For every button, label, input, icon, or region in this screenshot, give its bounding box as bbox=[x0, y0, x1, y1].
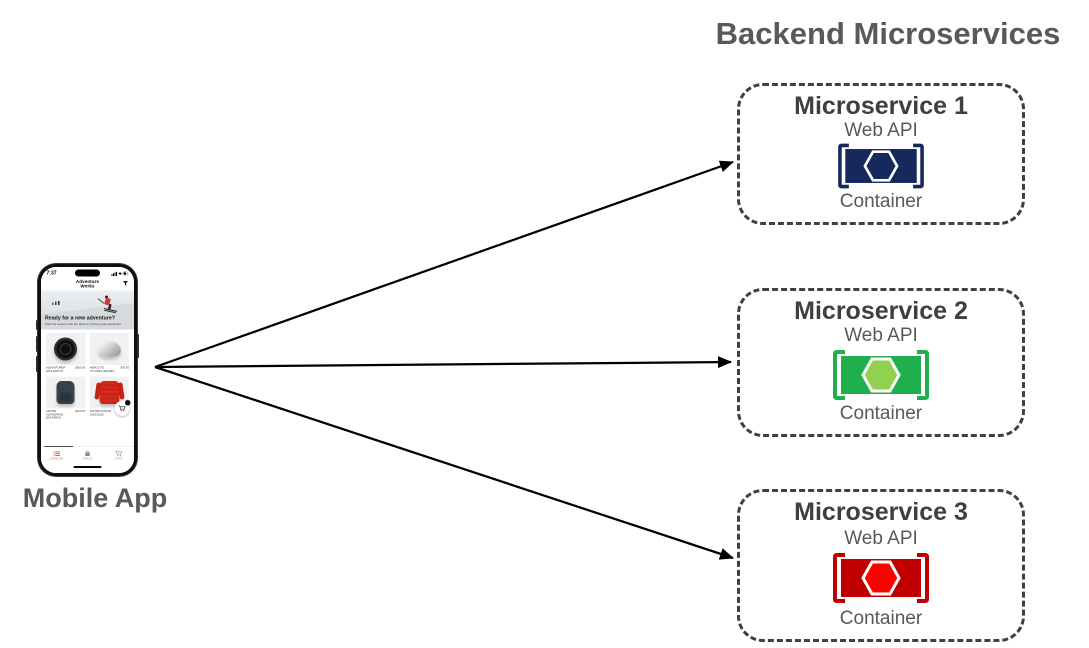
status-time: 7:37 bbox=[46, 270, 57, 277]
microservice-3-box: Microservice 3 Web API Container bbox=[737, 489, 1025, 642]
skier-figure bbox=[105, 295, 108, 299]
product-price: $500.00 bbox=[75, 366, 86, 370]
arrow-to-microservice-1 bbox=[154, 160, 734, 369]
hero-banner[interactable]: Ready for a new adventure? Start the sea… bbox=[41, 290, 134, 330]
product-image-watch bbox=[46, 333, 86, 365]
phone-mute-switch bbox=[36, 320, 38, 330]
arrow-to-microservice-2 bbox=[154, 356, 732, 369]
microservice-2-webapi-label: Web API bbox=[844, 325, 918, 347]
container-icon bbox=[833, 553, 929, 604]
product-grid: ADVENTURER GPS WATCH $500.00 AEROLITE CY… bbox=[41, 330, 134, 447]
product-card[interactable]: ALPINE ALPINEPACK BACKPACK $120.00 bbox=[46, 376, 86, 420]
hero-title: Ready for a new adventure? bbox=[45, 315, 116, 321]
home-indicator[interactable] bbox=[73, 466, 102, 468]
battery-icon bbox=[122, 271, 129, 276]
phone-screen: 7:37 Adventure Works bbox=[41, 267, 134, 473]
microservice-3-webapi-label: Web API bbox=[844, 527, 918, 549]
home-indicator-area bbox=[41, 465, 134, 474]
arrow-to-microservice-3 bbox=[154, 365, 734, 560]
container-icon bbox=[838, 143, 924, 189]
nav-tab-catalog[interactable]: Catalog bbox=[41, 451, 72, 460]
signal-icon bbox=[111, 271, 117, 276]
active-tab-indicator bbox=[44, 446, 73, 447]
phone-volume-up-button bbox=[36, 336, 38, 352]
product-card[interactable]: ADVENTURER GPS WATCH $500.00 bbox=[46, 333, 86, 373]
product-price: $75.00 bbox=[120, 366, 129, 370]
product-image-helmet bbox=[89, 333, 129, 365]
hero-subtitle: Start the season with the latest in clot… bbox=[45, 323, 122, 326]
bag-icon bbox=[85, 450, 90, 457]
nav-tab-cart[interactable]: Cart bbox=[103, 450, 134, 461]
cart-badge bbox=[125, 400, 131, 406]
list-icon bbox=[53, 451, 60, 456]
shopping-cart-icon bbox=[118, 405, 126, 412]
product-price: $120.00 bbox=[75, 410, 86, 413]
status-icons bbox=[111, 271, 129, 276]
mobile-app-label: Mobile App bbox=[22, 483, 168, 513]
microservice-3-container-label: Container bbox=[839, 607, 923, 629]
product-name: ADVENTURER GPS WATCH bbox=[46, 366, 66, 373]
microservice-1-title: Microservice 1 bbox=[794, 92, 968, 120]
bottom-nav-bar: Catalog Deals bbox=[41, 446, 134, 465]
microservice-2-container-label: Container bbox=[839, 402, 923, 424]
product-name: AEROLITE CYCLING HELMET bbox=[89, 366, 115, 373]
phone-power-button bbox=[137, 334, 139, 358]
wifi-icon bbox=[118, 272, 122, 275]
brand-logo: Adventure bbox=[75, 279, 100, 284]
product-image-backpack bbox=[46, 376, 86, 409]
microservice-1-webapi-label: Web API bbox=[844, 120, 918, 141]
status-bar: 7:37 bbox=[41, 267, 134, 278]
app-header: Adventure Works bbox=[41, 278, 134, 291]
phone-volume-down-button bbox=[36, 356, 38, 372]
nav-tab-deals[interactable]: Deals bbox=[72, 450, 103, 461]
container-icon bbox=[833, 349, 929, 400]
cart-fab-button[interactable] bbox=[114, 400, 131, 416]
funnel-icon[interactable] bbox=[123, 281, 129, 287]
diagram-title: Backend Microservices bbox=[715, 16, 1061, 51]
product-card[interactable]: AEROLITE CYCLING HELMET $75.00 bbox=[89, 333, 129, 373]
dynamic-island bbox=[75, 269, 100, 277]
microservice-1-container-label: Container bbox=[839, 191, 923, 212]
microservice-3-title: Microservice 3 bbox=[794, 498, 968, 526]
microservice-2-title: Microservice 2 bbox=[794, 297, 968, 325]
shopping-cart-icon bbox=[115, 450, 122, 457]
product-name: ALPINE FUSION GOGGLES bbox=[89, 410, 112, 417]
product-name: ALPINE ALPINEPACK BACKPACK bbox=[46, 410, 64, 420]
mobile-phone-mockup: 7:37 Adventure Works bbox=[36, 264, 139, 476]
microservice-1-box: Microservice 1 Web API Container bbox=[737, 83, 1025, 225]
microservice-2-box: Microservice 2 Web API Container bbox=[737, 288, 1025, 437]
